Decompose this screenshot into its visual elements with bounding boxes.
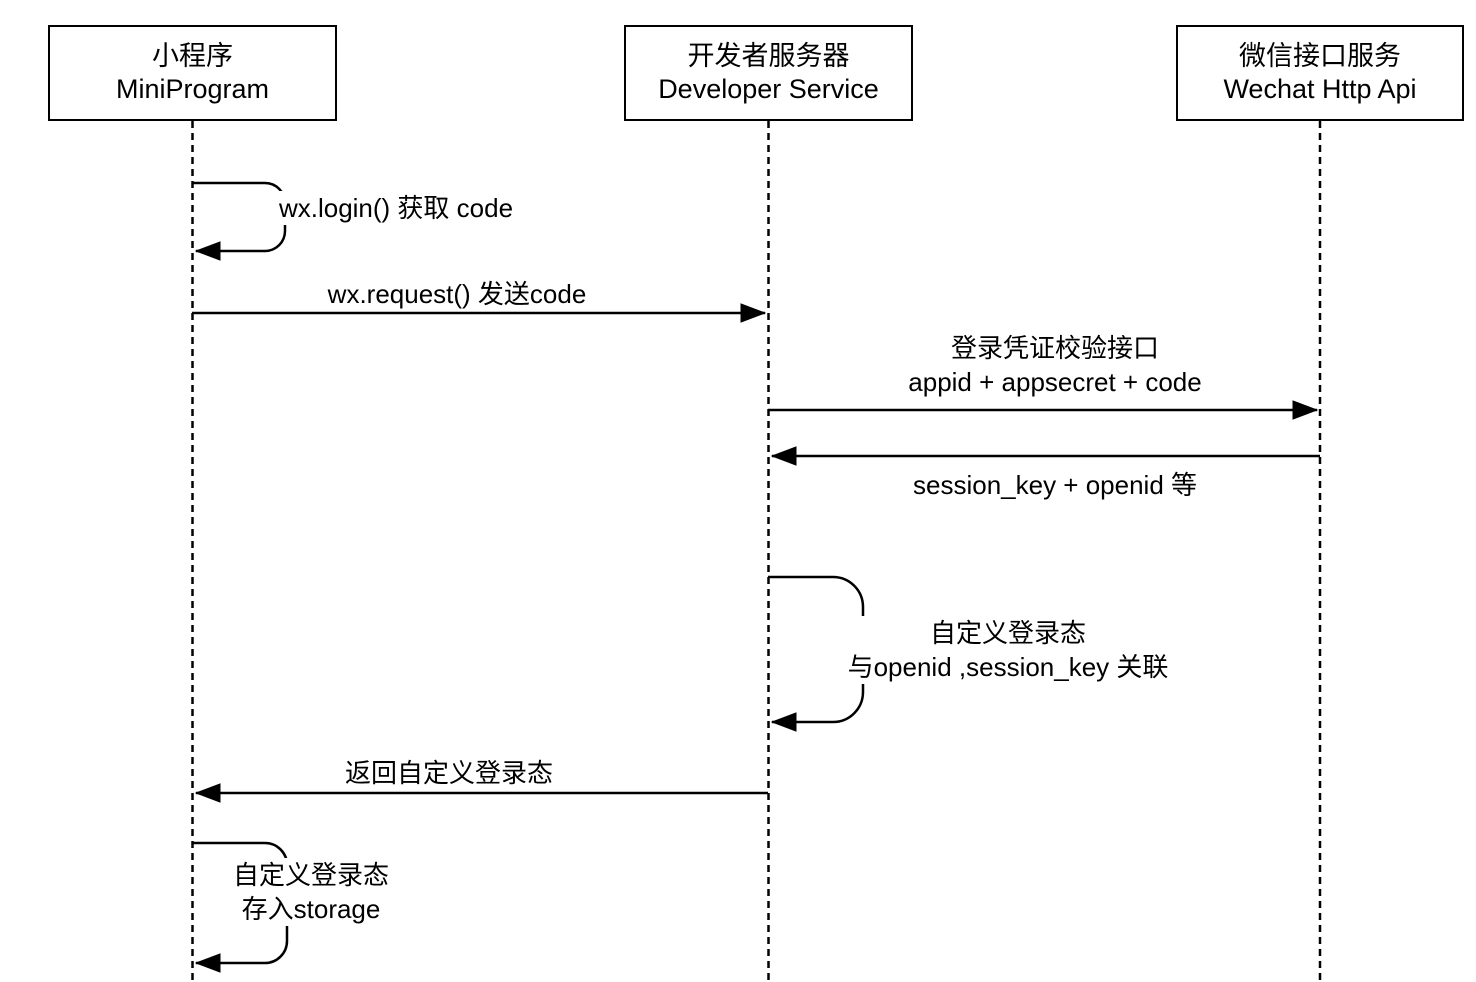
actor-box-miniprogram: 小程序 MiniProgram [48,25,337,121]
message-label-credential-check: 登录凭证校验接口 appid + appsecret + code [904,331,1206,399]
actor-name-en: Developer Service [658,74,879,104]
actor-box-developer-service: 开发者服务器 Developer Service [624,25,913,121]
actor-name-en: Wechat Http Api [1223,74,1417,104]
message-label-custom-login-state: 自定义登录态 与openid ,session_key 关联 [843,616,1173,684]
message-label-return-login-state: 返回自定义登录态 [340,756,558,790]
message-label-session-key: session_key + openid 等 [908,468,1202,502]
actor-name-zh: 小程序 [152,41,233,71]
message-label-wx-request: wx.request() 发送code [323,277,591,311]
actor-name-zh: 开发者服务器 [687,41,850,71]
actor-name-zh: 微信接口服务 [1239,41,1401,71]
message-label-store-storage: 自定义登录态 存入storage [228,858,394,926]
actor-box-wechat-http-api: 微信接口服务 Wechat Http Api [1176,25,1464,121]
actor-name-en: MiniProgram [115,74,270,104]
message-label-wx-login: wx.login() 获取 code [274,191,518,225]
self-loop-wx-login [192,181,287,251]
